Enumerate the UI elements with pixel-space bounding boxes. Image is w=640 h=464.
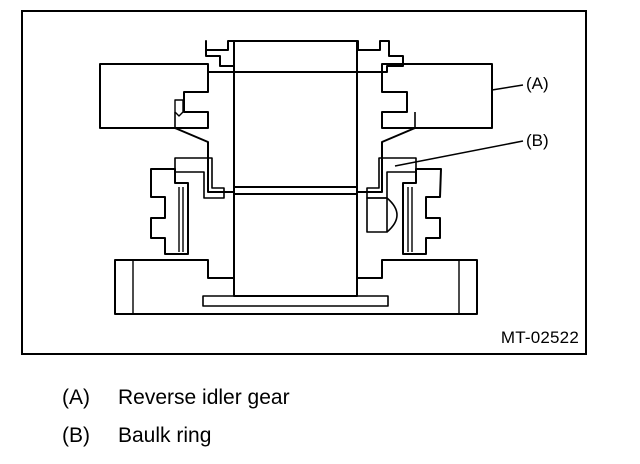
left-spacer (174, 112, 416, 129)
callout-a: (A) (526, 74, 549, 93)
legend-key: (B) (62, 424, 90, 447)
left-synchro (150, 168, 189, 255)
leader-A (491, 84, 524, 91)
figure-frame: (A) (B) MT-02522 (21, 10, 587, 355)
bottom-flange (114, 259, 478, 315)
legend-item-b: (B) Baulk ring (62, 424, 211, 448)
legend-label: Reverse idler gear (118, 386, 290, 409)
right-synchro (402, 168, 442, 255)
left-pin (174, 99, 184, 117)
legend-key: (A) (62, 386, 90, 409)
central-bore (233, 42, 358, 296)
figure-id-label: MT-02522 (500, 328, 579, 347)
bottom-step (202, 295, 389, 307)
cross-section-drawing (99, 40, 524, 315)
detent-key (366, 197, 388, 233)
bottom-chamfers (132, 260, 460, 314)
legend-item-a: (A) Reverse idler gear (62, 386, 290, 410)
gear-top-flange (205, 40, 404, 73)
callout-b: (B) (526, 131, 549, 150)
gear-left-block (99, 63, 209, 129)
gear-right-block (381, 63, 493, 129)
bore-groove (234, 186, 357, 195)
legend-label: Baulk ring (118, 424, 212, 447)
right-ring-inner (407, 187, 413, 252)
left-ring-detail (174, 157, 225, 199)
left-ring-inner (178, 187, 184, 252)
leader-B (394, 140, 524, 167)
detent-ball (386, 197, 398, 233)
